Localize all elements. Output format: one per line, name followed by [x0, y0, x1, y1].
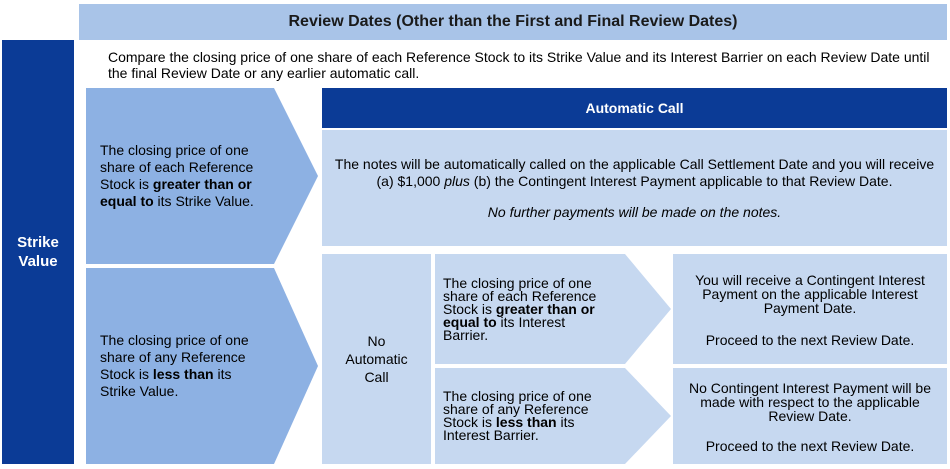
page-title: Review Dates (Other than the First and F… — [288, 13, 738, 30]
result-payment-proceed: Proceed to the next Review Date. — [705, 332, 915, 348]
condition-below-barrier-bold: less than — [495, 414, 557, 430]
automatic-call-text-pre: The notes will be automatically called o… — [334, 156, 935, 189]
automatic-call-description: The notes will be automatically called o… — [332, 156, 937, 190]
strike-value-line-1: Strike — [17, 234, 59, 251]
intro-text: Compare the closing price of one share o… — [108, 49, 930, 81]
no-automatic-call-box: No Automatic Call — [322, 254, 431, 464]
automatic-call-body: The notes will be automatically called o… — [322, 130, 947, 246]
condition-below-strike-bold: less than — [152, 366, 214, 382]
strike-value-line-2: Value — [18, 253, 58, 270]
condition-above-barrier-post: its Interest Barrier. — [443, 313, 566, 343]
condition-above-barrier: The closing price of one share of each R… — [435, 254, 671, 364]
condition-below-strike-post: its Strike Value. — [100, 366, 232, 399]
condition-above-barrier-pre: The closing price of one share of each R… — [443, 274, 597, 317]
condition-above-strike-post: its Strike Value. — [153, 193, 254, 209]
result-no-payment-proceed: Proceed to the next Review Date. — [705, 438, 915, 454]
automatic-call-note: No further payments will be made on the … — [487, 204, 782, 220]
result-no-payment-box: No Contingent Interest Payment will be m… — [673, 368, 947, 464]
automatic-call-title: Automatic Call — [585, 100, 684, 116]
automatic-call-text-post: (b) the Contingent Interest Payment appl… — [469, 173, 893, 189]
result-payment-text: You will receive a Contingent Interest P… — [695, 272, 925, 316]
condition-above-strike: The closing price of one share of each R… — [86, 88, 318, 264]
condition-below-strike: The closing price of one share of any Re… — [86, 268, 318, 464]
condition-below-barrier-pre: The closing price of one share of any Re… — [443, 388, 592, 430]
result-payment-box: You will receive a Contingent Interest P… — [673, 254, 947, 364]
condition-above-strike-pre: The closing price of one share of each R… — [100, 142, 254, 192]
condition-below-barrier-post: its Interest Barrier. — [443, 414, 575, 443]
title-bar: Review Dates (Other than the First and F… — [79, 4, 947, 40]
condition-above-barrier-bold: greater than or equal to — [443, 300, 595, 330]
no-automatic-call-label: No Automatic Call — [345, 333, 408, 385]
strike-value-label: Strike Value — [2, 40, 74, 464]
condition-below-strike-pre: The closing price of one share of any Re… — [100, 332, 249, 382]
condition-below-barrier: The closing price of one share of any Re… — [435, 368, 671, 464]
condition-above-strike-bold: greater than or equal to — [100, 176, 252, 209]
automatic-call-header: Automatic Call — [322, 88, 947, 128]
automatic-call-text-italic: plus — [444, 173, 470, 189]
result-no-payment-text: No Contingent Interest Payment will be m… — [688, 380, 931, 424]
